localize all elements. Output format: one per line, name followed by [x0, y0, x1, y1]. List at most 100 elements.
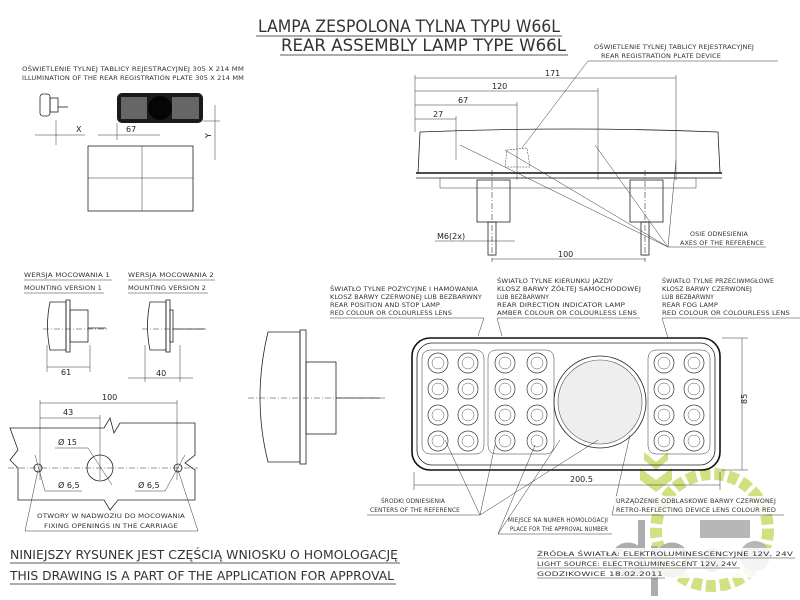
led-circle — [494, 430, 516, 452]
mounting-2-en: MOUNTING VERSION 2 — [128, 285, 206, 292]
led-circle — [494, 404, 516, 426]
thread-label: M6(2x) — [437, 232, 465, 241]
callout-indicator-line-2: KLOSZ BARWY ŻÓŁTEJ SAMOCHODOWEJ — [497, 286, 641, 293]
dim-85: 85 — [740, 394, 749, 404]
led-circle — [427, 352, 449, 374]
callout-stop-line-1: ŚWIATŁO TYLNE POZYCYJNE I HAMOWANIA — [330, 286, 479, 293]
led-inner-circle — [687, 356, 701, 370]
title-block: LAMPA ZESPOLONA TYLNA TYPU W66L REAR ASS… — [256, 17, 568, 56]
led-inner-circle — [687, 434, 701, 448]
led-circle — [457, 378, 479, 400]
dim-x: X — [76, 125, 82, 134]
led-inner-circle — [657, 408, 671, 422]
callout-stop-line-4: RED COLOUR OR COLOURLESS LENS — [330, 310, 452, 317]
plate-device-en: REAR REGISTRATION PLATE DEVICE — [601, 53, 721, 60]
fixing-openings: 100 43 Ø 15 Ø 6,5 Ø 6,5 OTWORY W NADWOZI… — [8, 393, 199, 532]
callout-indicator-line-3: LUB BEZBARWNY — [497, 294, 549, 301]
led-circle — [683, 430, 705, 452]
led-circle — [526, 352, 548, 374]
mounting-versions: WERSJA MOCOWANIA 1 MOUNTING VERSION 1 WE… — [24, 272, 215, 382]
led-circle — [653, 352, 675, 374]
callout-stop-line-2: KLOSZ BARWY CZERWONEJ LUB BEZBARWNY — [330, 294, 482, 301]
dim-43: 43 — [63, 408, 73, 417]
led-circle — [457, 430, 479, 452]
dim-y: Y — [204, 133, 213, 139]
led-inner-circle — [498, 408, 512, 422]
led-circle — [494, 352, 516, 374]
axes-ref-pl: OSIE ODNESIENIA — [690, 231, 749, 238]
plate-illumination-pl: OŚWIETLENIE TYLNEJ TABLICY REJESTRACYJNE… — [22, 66, 244, 73]
callout-fog-line-4: REAR FOG LAMP — [662, 302, 718, 309]
led-inner-circle — [431, 434, 445, 448]
fixing-pl: OTWORY W NADWOZIU DO MOCOWANIA — [37, 513, 186, 520]
mounting-2-pl: WERSJA MOCOWANIA 2 — [128, 272, 214, 279]
led-inner-circle — [461, 434, 475, 448]
centers-ref-pl: ŚRODKI ODNIESIENIA — [381, 498, 446, 505]
callout-indicator-line-5: AMBER COLOUR OR COLOURLESS LENS — [497, 310, 637, 317]
dim-100-fixing: 100 — [102, 393, 117, 402]
led-circle — [457, 404, 479, 426]
led-inner-circle — [530, 434, 544, 448]
hole-center-label: Ø 15 — [58, 437, 77, 447]
led-inner-circle — [687, 382, 701, 396]
led-inner-circle — [461, 356, 475, 370]
led-circle — [427, 378, 449, 400]
led-inner-circle — [530, 382, 544, 396]
led-circle — [494, 378, 516, 400]
reflector-en: RETRO-REFLECTING DEVICE LENS COLOUR RED — [616, 507, 776, 514]
callout-fog-line-5: RED COLOUR OR COLOURLESS LENS — [662, 310, 790, 317]
led-inner-circle — [657, 434, 671, 448]
callout-stop-line-3: REAR POSITION AND STOP LAMP — [330, 302, 440, 309]
led-inner-circle — [530, 356, 544, 370]
led-circle — [457, 352, 479, 374]
led-circle — [683, 378, 705, 400]
led-circle — [427, 430, 449, 452]
dim-67-top: 67 — [458, 96, 468, 105]
dim-40: 40 — [156, 369, 166, 378]
title-pl: LAMPA ZESPOLONA TYLNA TYPU W66L — [258, 17, 560, 37]
led-circle — [653, 404, 675, 426]
led-circle — [526, 404, 548, 426]
led-circle — [427, 404, 449, 426]
led-circle — [683, 352, 705, 374]
led-inner-circle — [657, 382, 671, 396]
led-inner-circle — [530, 408, 544, 422]
led-inner-circle — [431, 382, 445, 396]
led-inner-circle — [498, 434, 512, 448]
callout-indicator-line-4: REAR DIRECTION INDICATOR LAMP — [497, 302, 625, 309]
led-inner-circle — [687, 408, 701, 422]
reflector-pl: URZĄDZENIE ODBLASKOWE BARWY CZERWONEJ — [616, 498, 776, 505]
led-inner-circle — [657, 356, 671, 370]
led-circle — [526, 378, 548, 400]
callout-fog-line-2: KLOSZ BARWY CZERWONEJ — [662, 286, 752, 293]
front-view: 85 200.5 ŚRODKI ODNIESIENIA CENTERS OF T… — [248, 329, 784, 535]
led-inner-circle — [431, 408, 445, 422]
dim-171: 171 — [545, 69, 560, 78]
source-pl: ŹRÓDŁA ŚWIATŁA: ELEKTROLUMINESCENCYJNE 1… — [537, 550, 794, 558]
approval-place-pl: MIEJSCE NA NUMER HOMOLOGACJI — [508, 517, 608, 524]
dim-stud-spacing: 100 — [558, 250, 573, 259]
led-circle — [653, 378, 675, 400]
lamp-function-callouts: ŚWIATŁO TYLNE POZYCYJNE I HAMOWANIA KLOS… — [330, 278, 800, 339]
approval-footer: NINIEJSZY RYSUNEK JEST CZĘŚCIĄ WNIOSKU O… — [9, 547, 400, 585]
fixing-en: FIXING OPENINGS IN THE CARRIAGE — [44, 523, 178, 530]
footer-pl: NINIEJSZY RYSUNEK JEST CZĘŚCIĄ WNIOSKU O… — [10, 547, 398, 562]
approval-place-en: PLACE FOR THE APPROVAL NUMBER — [510, 526, 608, 533]
mounting-1-en: MOUNTING VERSION 1 — [24, 285, 102, 292]
dim-27: 27 — [433, 110, 443, 119]
axes-ref-en: AXES OF THE REFERENCE — [680, 240, 764, 247]
led-inner-circle — [431, 356, 445, 370]
mounting-1-pl: WERSJA MOCOWANIA 1 — [24, 272, 110, 279]
top-view: OŚWIETLENIE TYLNEJ TABLICY REJESTRACYJNE… — [414, 44, 778, 262]
plate-illumination-view: OŚWIETLENIE TYLNEJ TABLICY REJESTRACYJNE… — [22, 66, 244, 212]
callout-fog-line-1: ŚWIATŁO TYLNE PRZECIWMGŁOWE — [662, 278, 774, 285]
callout-fog-line-3: LUB BEZBARWNY — [662, 294, 714, 301]
place-date: GODZIKOWICE 18.02.2011 — [537, 571, 663, 578]
centers-ref-en: CENTERS OF THE REFERENCE — [370, 507, 460, 514]
source-en: LIGHT SOURCE: ELECTROLUMINESCENT 12V, 24… — [537, 561, 738, 568]
led-inner-circle — [461, 408, 475, 422]
dim-67: 67 — [126, 125, 136, 134]
dim-61: 61 — [61, 368, 71, 377]
